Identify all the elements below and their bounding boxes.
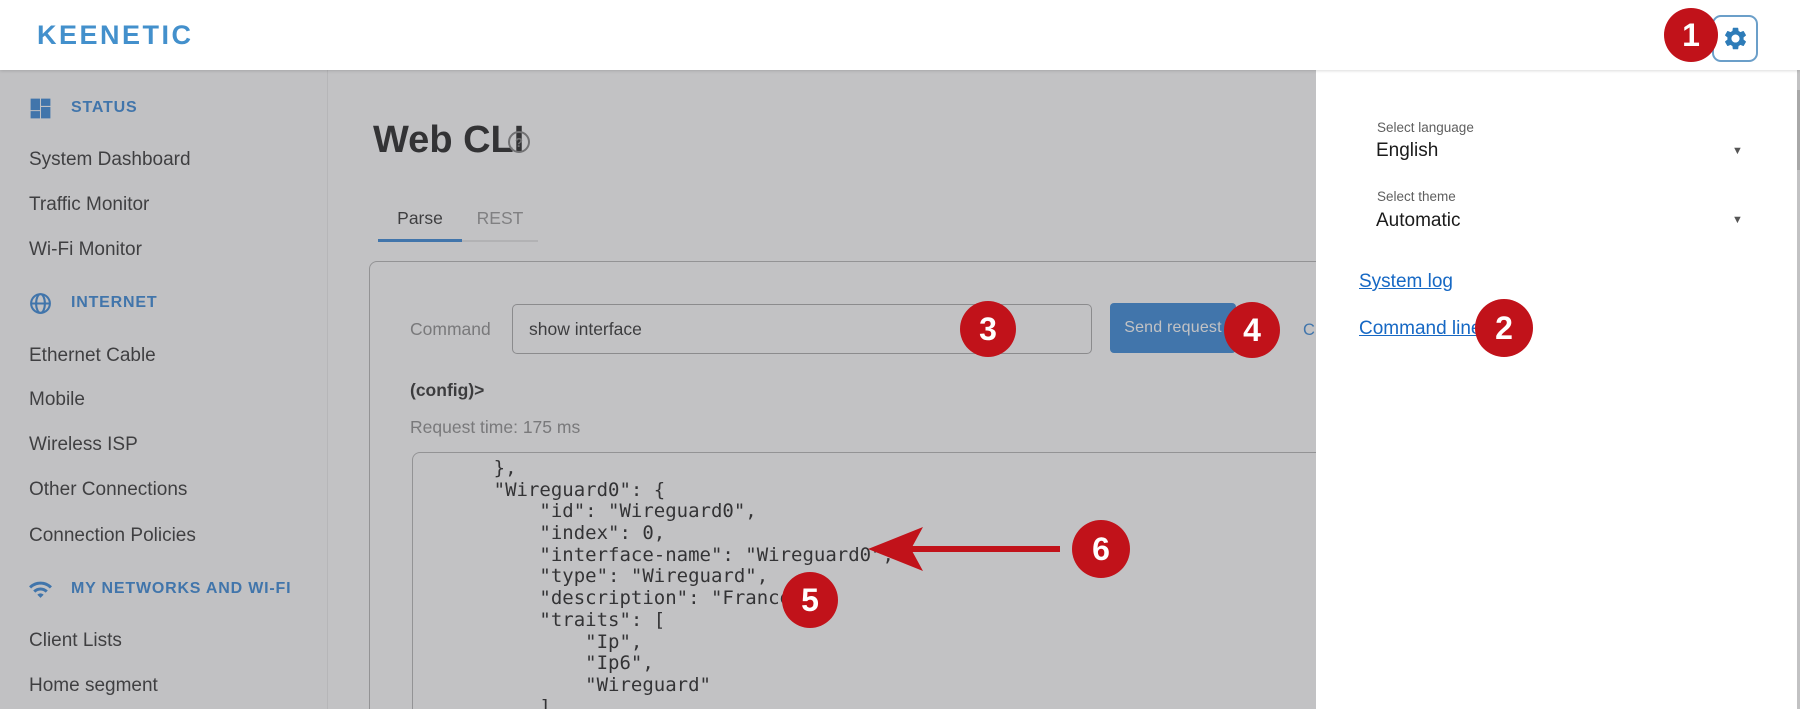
- dashboard-icon: [30, 98, 51, 118]
- sidebar-item-other-connections[interactable]: Other Connections: [29, 479, 188, 500]
- sidebar-item-mobile[interactable]: Mobile: [29, 389, 85, 410]
- sidebar-item-ethernet-cable[interactable]: Ethernet Cable: [29, 345, 156, 366]
- callout-badge-5: 5: [782, 572, 838, 628]
- sidebar-item-system-dashboard[interactable]: System Dashboard: [29, 149, 191, 170]
- sidebar-item-connection-policies[interactable]: Connection Policies: [29, 525, 196, 546]
- settings-popover: [1316, 70, 1797, 709]
- sidebar-section-my-networks: MY NETWORKS AND WI-FI: [28, 575, 291, 603]
- theme-select-value: Automatic: [1376, 210, 1461, 231]
- top-header: KEENETIC: [0, 0, 1800, 70]
- theme-select-label: Select theme: [1372, 189, 1461, 205]
- sidebar-section-status: STATUS: [28, 94, 137, 122]
- sidebar-section-label: INTERNET: [71, 294, 158, 311]
- callout-badge-2: 2: [1475, 299, 1533, 357]
- sidebar-item-wireless-isp[interactable]: Wireless ISP: [29, 434, 138, 455]
- sidebar-section-label: MY NETWORKS AND WI-FI: [71, 580, 292, 597]
- cli-output-line: "index": 0,: [425, 522, 666, 545]
- sidebar-section-label: STATUS: [71, 99, 138, 116]
- cli-output-line: "Ip6",: [425, 652, 654, 675]
- cli-output-line: },: [425, 457, 517, 479]
- callout-badge-4: 4: [1224, 302, 1280, 358]
- cli-output-box: }, "Wireguard0": { "id": "Wireguard0", "…: [412, 452, 1460, 709]
- scrollbar-track: [1797, 70, 1800, 709]
- language-select-label: Select language: [1372, 120, 1479, 136]
- tab-rest[interactable]: REST: [476, 208, 524, 228]
- send-request-button[interactable]: Send request: [1110, 303, 1236, 353]
- cli-output-line: "type": "Wireguard",: [425, 565, 769, 588]
- sidebar: STATUS System Dashboard Traffic Monitor …: [0, 70, 328, 709]
- sidebar-item-client-lists[interactable]: Client Lists: [29, 630, 122, 651]
- settings-button[interactable]: [1712, 15, 1758, 62]
- cli-output-line: "Wireguard0": {: [425, 478, 666, 501]
- gear-icon: [1724, 27, 1746, 50]
- sidebar-item-home-segment[interactable]: Home segment: [29, 675, 158, 696]
- callout-badge-6: 6: [1072, 520, 1130, 578]
- sidebar-section-internet: INTERNET: [28, 289, 157, 317]
- wifi-icon: [29, 581, 52, 598]
- cli-output-line: "Wireguard": [425, 673, 711, 696]
- request-time: Request time: 175 ms: [410, 417, 581, 437]
- cli-output-line: "interface-name": "Wireguard0",: [425, 543, 894, 566]
- tab-parse[interactable]: Parse: [397, 208, 443, 228]
- page-title: Web CLI: [373, 119, 525, 161]
- command-label: Command: [410, 319, 491, 339]
- sidebar-item-wifi-monitor[interactable]: Wi-Fi Monitor: [29, 239, 142, 260]
- callout-badge-1: 1: [1664, 8, 1718, 62]
- globe-icon: [30, 292, 51, 314]
- command-line-link[interactable]: Command line: [1359, 318, 1482, 339]
- cli-output-line: "Ip",: [425, 630, 643, 653]
- cli-output-line: "description": "France": [425, 587, 803, 610]
- cli-output-line: "id": "Wireguard0",: [425, 500, 757, 523]
- cli-prompt: (config)>: [410, 380, 485, 400]
- help-icon[interactable]: ?: [508, 131, 530, 153]
- chevron-down-icon: ▼: [1732, 214, 1743, 226]
- system-log-link[interactable]: System log: [1359, 271, 1453, 292]
- cli-output-line: "traits": [: [425, 608, 666, 631]
- chevron-down-icon: ▼: [1732, 145, 1743, 157]
- cli-output-line: ],: [425, 695, 563, 709]
- scrollbar-thumb[interactable]: [1797, 90, 1800, 170]
- language-select-value: English: [1376, 140, 1439, 161]
- callout-badge-3: 3: [960, 301, 1016, 357]
- sidebar-item-traffic-monitor[interactable]: Traffic Monitor: [29, 194, 150, 215]
- tab-active-indicator: [378, 239, 462, 242]
- keenetic-logo: KEENETIC: [37, 19, 194, 50]
